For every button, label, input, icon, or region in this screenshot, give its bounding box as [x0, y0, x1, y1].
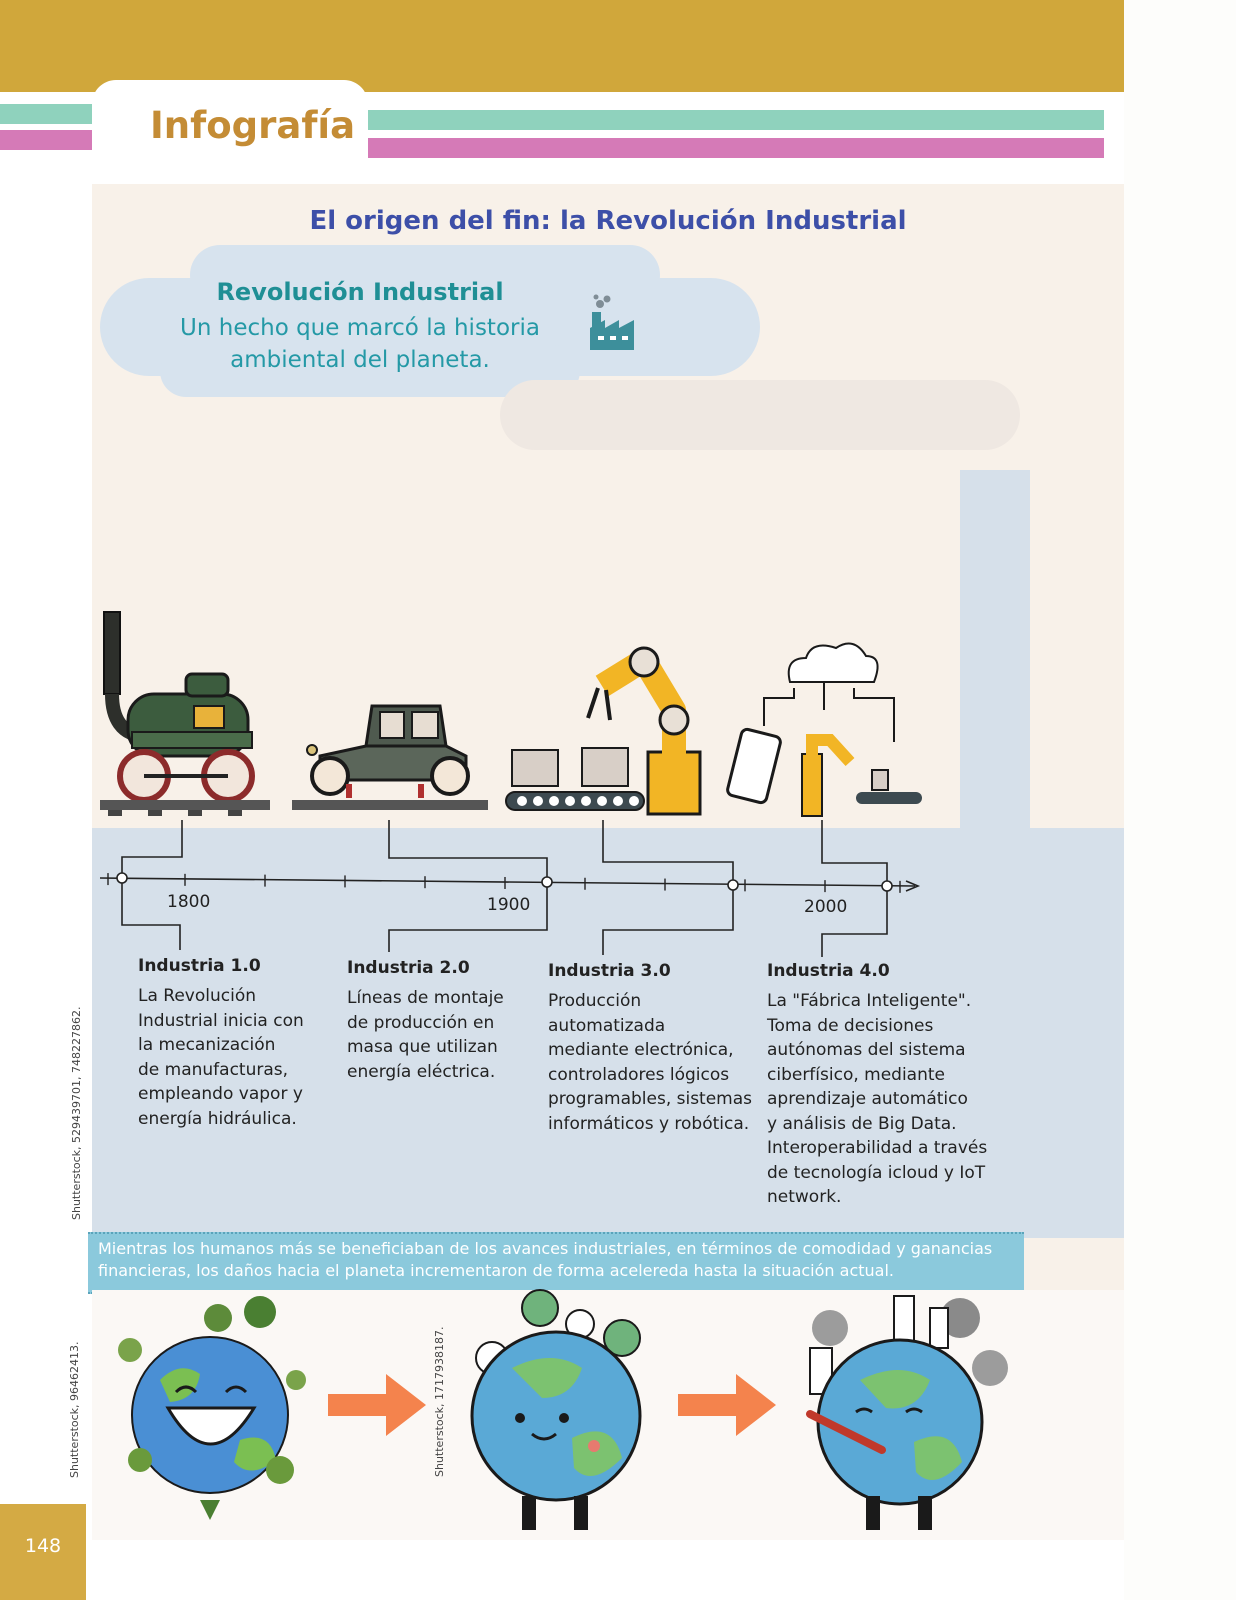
stage-text-line: autónomas del sistema	[767, 1040, 966, 1060]
stage-description: La Revolución Industrial inicia con la m…	[138, 984, 338, 1131]
cloud-shape-faint	[500, 380, 1020, 450]
stage-text-line: de manufacturas,	[138, 1059, 289, 1080]
stage-text-line: y análisis de Big Data.	[767, 1113, 957, 1134]
stage-text-line: de tecnología icloud y IoT	[767, 1162, 986, 1183]
stage-text-line: empleando vapor y	[138, 1084, 303, 1104]
section-title: Infografía	[150, 104, 356, 147]
stage-text-line: programables, sistemas	[548, 1089, 753, 1109]
smart-factory-icon	[726, 642, 922, 817]
arrow-right-icon	[678, 1374, 776, 1436]
stage-title: Industria 3.0	[548, 961, 671, 981]
stage-text-line: masa que utilizan	[347, 1037, 498, 1057]
infographic-title: El origen del fin: la Revolución Industr…	[309, 206, 907, 236]
stage-text-line: energía hidráulica.	[138, 1108, 297, 1129]
timeline-connector	[121, 878, 181, 950]
image-credit: Shutterstock, 1717938187.	[433, 1326, 446, 1477]
timeline-year-1900: 1900	[487, 895, 531, 915]
timeline-connector	[821, 820, 888, 886]
stage-text-line: Producción	[548, 991, 642, 1011]
stage-description: La "Fábrica Inteligente". Toma de decisi…	[767, 989, 1007, 1210]
stage-text-line: de producción en	[347, 1012, 495, 1033]
factory-icon	[590, 294, 634, 350]
section-tab	[92, 80, 368, 175]
timeline-node	[727, 879, 739, 891]
teal-stripe-left	[0, 104, 92, 124]
timeline-connector	[388, 820, 548, 882]
chimney-shape	[960, 470, 1030, 890]
caption-banner: Mientras los humanos más se beneficiaban…	[88, 1232, 1024, 1294]
header-band	[0, 0, 1124, 92]
page-number-box	[0, 1504, 86, 1600]
stage-title: Industria 2.0	[347, 958, 470, 978]
stage-text-line: La "Fábrica Inteligente".	[767, 991, 972, 1011]
stage-text-line: Interoperabilidad a través	[767, 1138, 988, 1158]
stage-text-line: energía eléctrica.	[347, 1061, 496, 1082]
steam-locomotive-icon	[100, 611, 270, 816]
stage-text-line: automatizada	[548, 1015, 666, 1036]
caption-text: Mientras los humanos más se beneficiaban…	[98, 1239, 993, 1280]
image-credit: Shutterstock, 96462413.	[68, 1341, 81, 1478]
image-credit: Shutterstock, 529439701, 748227862.	[70, 1006, 83, 1221]
vintage-car-icon	[292, 704, 488, 810]
timeline-connector	[121, 820, 183, 878]
stage-industria-4: Industria 4.0 La "Fábrica Inteligente". …	[767, 961, 1007, 1210]
timeline-year-2000: 2000	[804, 897, 848, 917]
timeline-connector	[821, 886, 888, 957]
stage-text-line: informáticos y robótica.	[548, 1113, 750, 1134]
timeline-year-1800: 1800	[167, 892, 211, 912]
timeline-node	[881, 880, 893, 892]
stage-text-line: controladores lógicos	[548, 1064, 730, 1085]
stage-text-line: ciberfísico, mediante	[767, 1064, 946, 1085]
stage-description: Producción automatizada mediante electró…	[548, 989, 763, 1136]
stage-text-line: network.	[767, 1187, 842, 1207]
robotic-arm-icon	[505, 646, 702, 816]
happy-earth-icon	[118, 1296, 306, 1520]
timeline-connector	[602, 820, 734, 885]
stage-text-line: Toma de decisiones	[767, 1015, 934, 1036]
page-margin	[1124, 0, 1236, 1600]
teal-stripe-right	[366, 110, 1104, 130]
stage-text-line: aprendizaje automático	[767, 1089, 968, 1109]
intro-text: Un hecho que marcó la historia ambiental…	[180, 315, 540, 373]
timeline-node	[541, 876, 553, 888]
stage-title: Industria 4.0	[767, 961, 890, 981]
magenta-stripe-left	[0, 130, 92, 150]
stage-text-line: Líneas de montaje	[347, 988, 504, 1008]
magenta-stripe-right	[366, 138, 1104, 158]
page-number: 148	[24, 1535, 62, 1557]
sick-earth-icon	[806, 1295, 1008, 1530]
timeline-node	[116, 872, 128, 884]
stage-industria-2: Industria 2.0 Líneas de montaje de produ…	[347, 958, 547, 1084]
stage-industria-1: Industria 1.0 La Revolución Industrial i…	[138, 956, 338, 1131]
timeline-arrowhead	[905, 880, 921, 892]
timeline-connector	[388, 882, 548, 952]
stage-text-line: La Revolución	[138, 986, 257, 1006]
smiling-earth-icon	[470, 1289, 642, 1530]
intro-heading: Revolución Industrial	[216, 278, 504, 306]
timeline-axis	[99, 877, 916, 887]
cloud-shape	[160, 345, 580, 397]
arrow-right-icon	[328, 1374, 426, 1436]
stage-industria-3: Industria 3.0 Producción automatizada me…	[548, 961, 763, 1136]
timeline-background	[92, 828, 1124, 1238]
stage-title: Industria 1.0	[138, 956, 261, 976]
timeline-connector	[602, 885, 734, 955]
stage-text-line: Industrial inicia con	[138, 1010, 304, 1031]
stage-text-line: la mecanización	[138, 1035, 276, 1055]
stage-text-line: mediante electrónica,	[548, 1040, 734, 1060]
stage-description: Líneas de montaje de producción en masa …	[347, 986, 547, 1084]
